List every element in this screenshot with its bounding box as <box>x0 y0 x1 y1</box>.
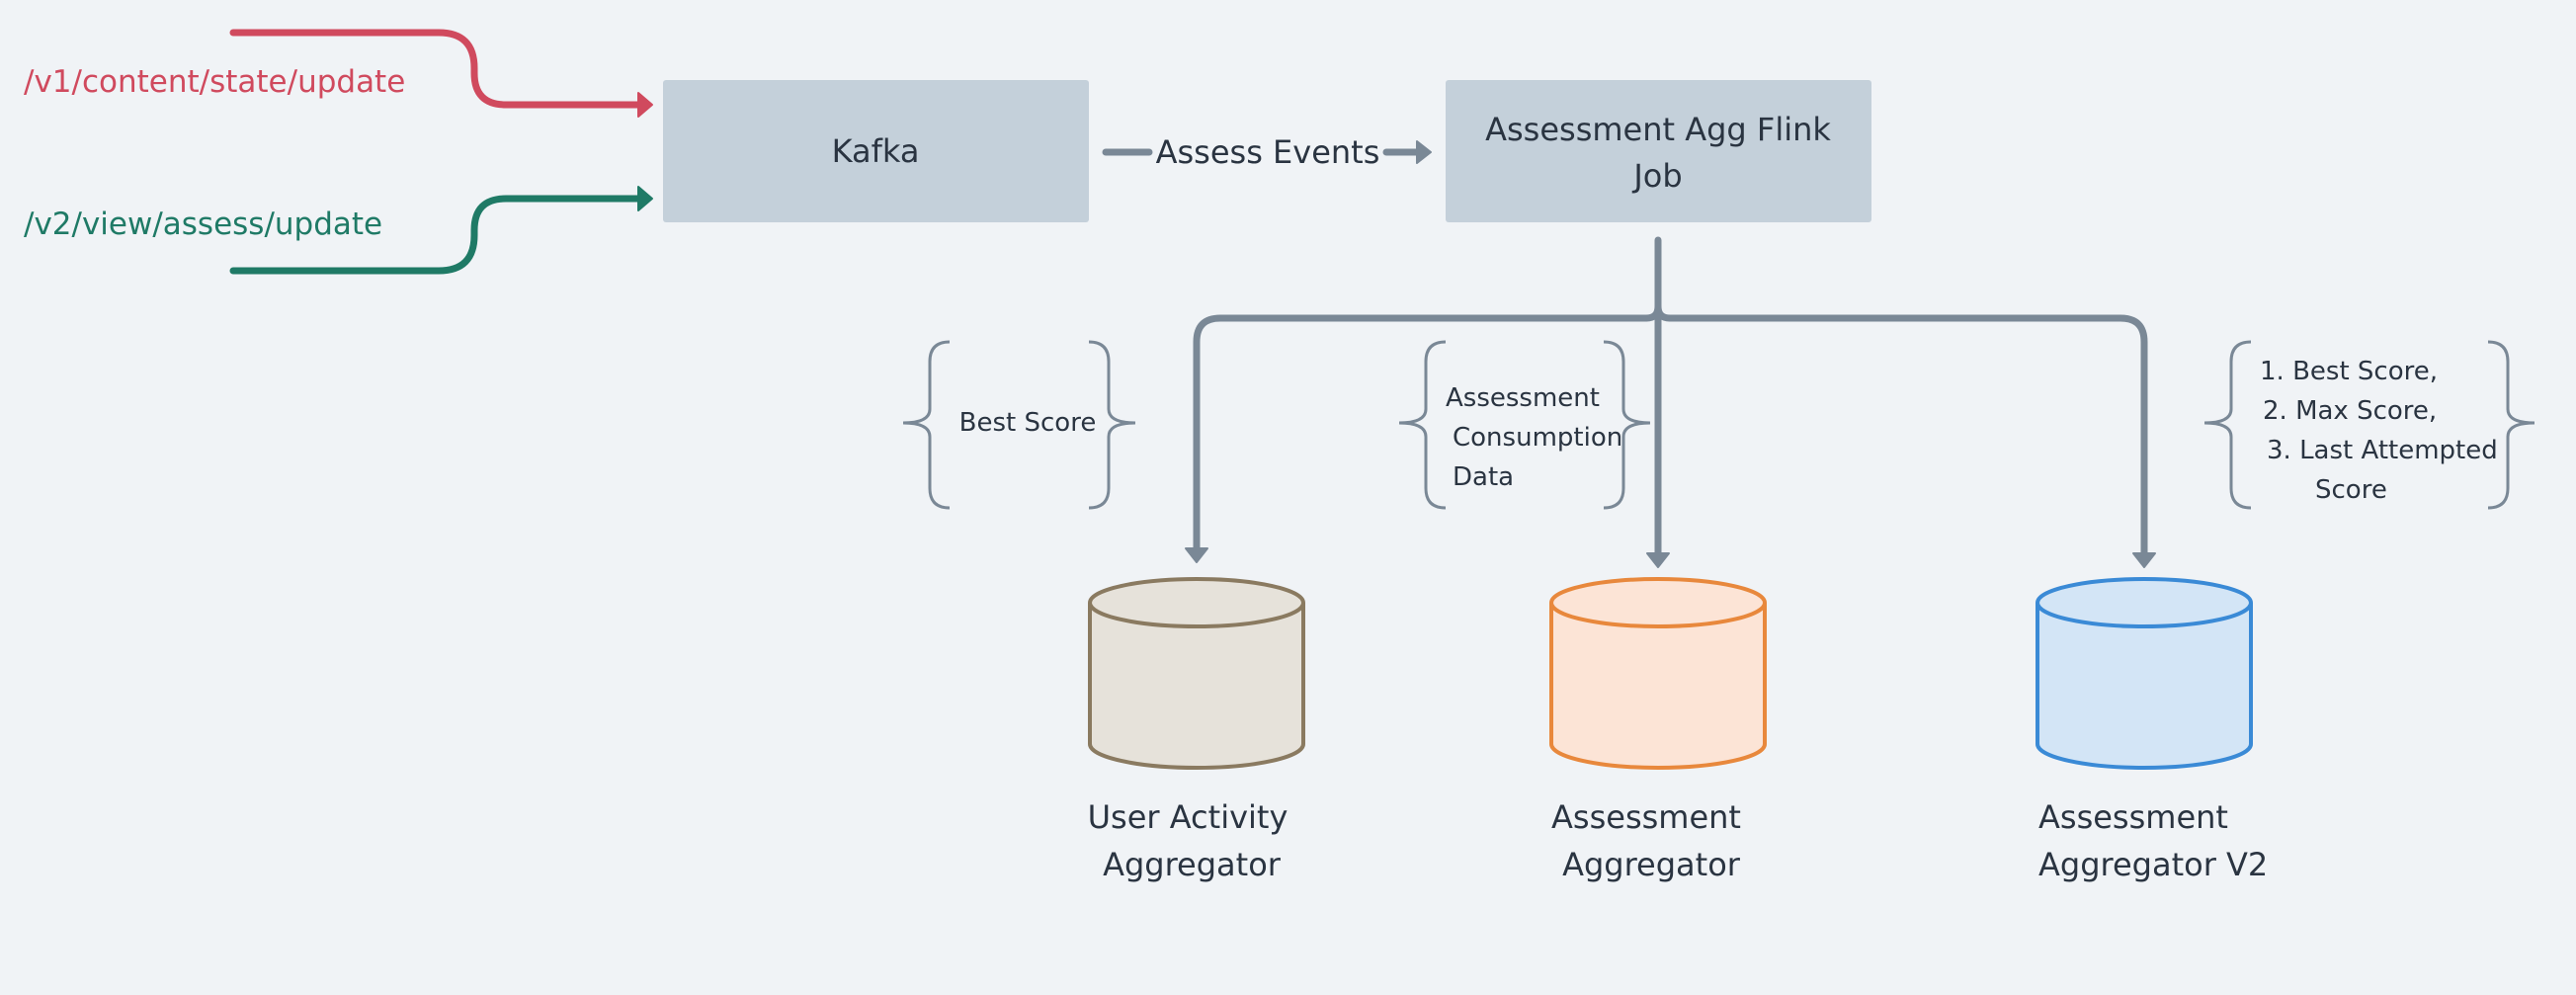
store-user-activity[interactable] <box>1088 577 1305 770</box>
store-assessment-v2[interactable] <box>2036 577 2253 770</box>
note-v2-right-brace <box>2487 340 2535 510</box>
assess-events-arrowhead <box>1416 140 1432 164</box>
store-user-activity-label-line1: User Activity <box>1088 798 1288 836</box>
store-assessment-top <box>1549 577 1767 628</box>
store-user-activity-body <box>1088 603 1305 770</box>
fanout-left-branch <box>1193 314 1650 554</box>
note-best-score-right-brace <box>1088 340 1136 510</box>
flink-job-node[interactable] <box>1446 80 1871 222</box>
store-user-activity-label-line2: Aggregator <box>1103 846 1282 883</box>
route-v2-connector <box>229 195 644 275</box>
fanout-right-arrowhead <box>2132 552 2156 568</box>
fanout-right-branch <box>1666 314 2148 559</box>
store-assessment-v2-top <box>2036 577 2253 628</box>
route-v2-label: /v2/view/assess/update <box>24 207 382 242</box>
note-v2-line4: Score <box>2315 475 2387 505</box>
note-consumption-line3: Data <box>1453 462 1514 492</box>
note-consumption-right-brace <box>1603 340 1651 510</box>
store-assessment-body <box>1549 603 1767 770</box>
store-assessment-v2-label-line2: Aggregator V2 <box>2038 846 2268 883</box>
store-assessment-v2-label-line1: Assessment <box>2038 798 2228 836</box>
note-v2-line1: 1. Best Score, <box>2260 357 2438 386</box>
note-best-score-left-brace <box>902 340 951 510</box>
fanout-left-arrowhead <box>1185 547 1208 563</box>
note-v2-line3: 3. Last Attempted <box>2267 436 2498 465</box>
note-v2-left-brace <box>2203 340 2252 510</box>
kafka-label: Kafka <box>832 132 920 170</box>
note-consumption-line2: Consumption <box>1453 423 1622 453</box>
route-v1-label: /v1/content/state/update <box>24 64 405 100</box>
store-assessment[interactable] <box>1549 577 1767 770</box>
store-assessment-v2-body <box>2036 603 2253 770</box>
note-consumption-left-brace <box>1398 340 1447 510</box>
fanout-middle-arrowhead <box>1646 552 1670 568</box>
note-best-score-label: Best Score <box>959 408 1097 438</box>
store-user-activity-top <box>1088 577 1305 628</box>
note-consumption-line1: Assessment <box>1446 383 1600 413</box>
flink-job-label-line1: Assessment Agg Flink <box>1485 111 1831 148</box>
store-assessment-label-line2: Aggregator <box>1562 846 1741 883</box>
route-v1-arrowhead <box>637 92 653 118</box>
kafka-node[interactable] <box>663 80 1089 222</box>
route-v2-arrowhead <box>637 186 653 211</box>
note-v2-line2: 2. Max Score, <box>2263 396 2437 426</box>
store-assessment-label-line1: Assessment <box>1551 798 1741 836</box>
assess-events-label: Assess Events <box>1156 133 1380 171</box>
route-v1-connector <box>229 29 644 109</box>
flink-job-label-line2: Job <box>1631 157 1682 195</box>
